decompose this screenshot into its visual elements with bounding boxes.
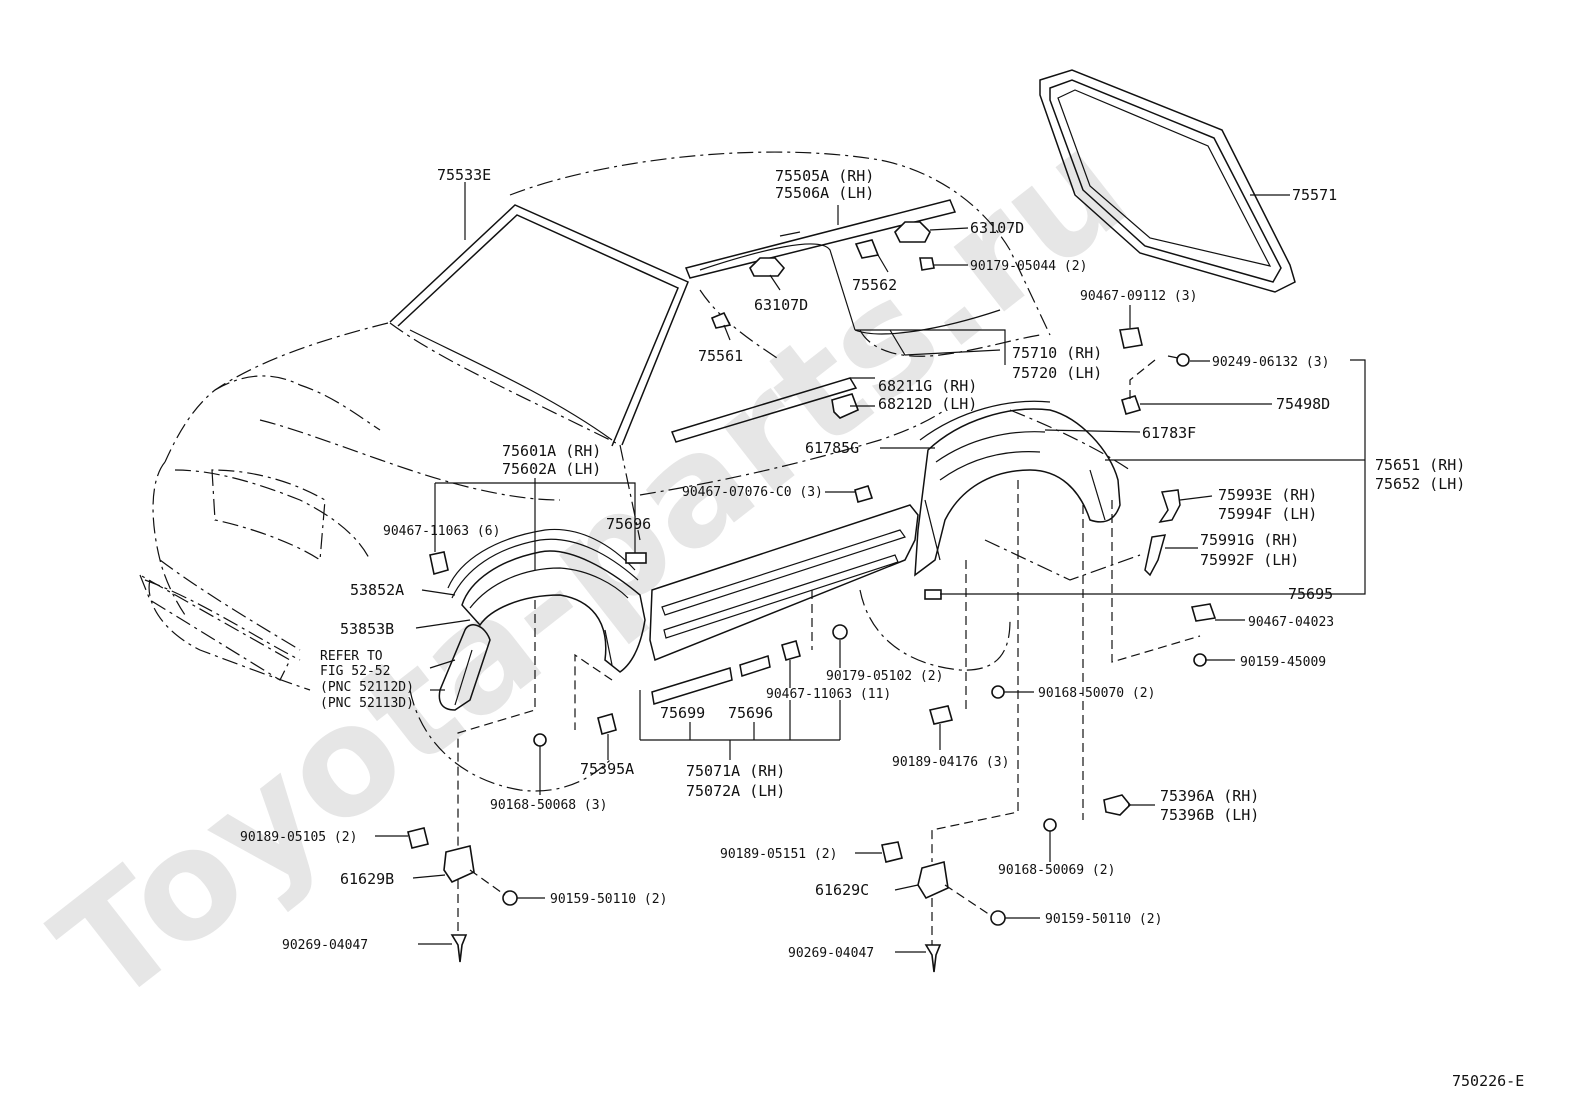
label-90179-05044: 90179-05044 (2)	[970, 259, 1087, 274]
label-75498D: 75498D	[1276, 395, 1330, 413]
label-68212D: 68212D (LH)	[878, 395, 977, 413]
label-75071A: 75071A (RH)	[686, 762, 785, 780]
front-door-molding-75710	[671, 377, 858, 443]
label-75699: 75699	[660, 704, 705, 722]
label-75993E: 75993E (RH)	[1218, 486, 1317, 504]
mudguards-75993E-75991G	[1144, 489, 1181, 577]
refer-line-4: (PNC 52113D)	[320, 696, 414, 711]
label-68211G: 68211G (RH)	[878, 377, 977, 395]
label-75395A: 75395A	[580, 760, 634, 778]
label-75571: 75571	[1292, 186, 1337, 204]
label-90269-04047-left: 90269-04047	[282, 938, 368, 953]
label-61629C: 61629C	[815, 881, 869, 899]
label-75652: 75652 (LH)	[1375, 475, 1465, 493]
label-75696-top: 75696	[606, 515, 651, 533]
label-90269-04047-right: 90269-04047	[788, 946, 874, 961]
label-90189-05151: 90189-05151 (2)	[720, 847, 837, 862]
label-75506A: 75506A (LH)	[775, 184, 874, 202]
label-90189-04176: 90189-04176 (3)	[892, 755, 1009, 770]
label-75601A: 75601A (RH)	[502, 442, 601, 460]
label-75562: 75562	[852, 276, 897, 294]
label-75072A: 75072A (LH)	[686, 782, 785, 800]
diagram-code: 750226-E	[1452, 1072, 1524, 1090]
label-90467-11063-6: 90467-11063 (6)	[383, 524, 500, 539]
label-75396B: 75396B (LH)	[1160, 806, 1259, 824]
label-90467-09112: 90467-09112 (3)	[1080, 289, 1197, 304]
label-75396A: 75396A (RH)	[1160, 787, 1259, 805]
label-75561: 75561	[698, 347, 743, 365]
label-75651: 75651 (RH)	[1375, 456, 1465, 474]
label-61785G: 61785G	[805, 439, 859, 457]
label-75991G: 75991G (RH)	[1200, 531, 1299, 549]
label-90467-07076: 90467-07076-C0 (3)	[682, 485, 823, 500]
label-90179-05102: 90179-05102 (2)	[826, 669, 943, 684]
label-90249-06132: 90249-06132 (3)	[1212, 355, 1329, 370]
fasteners	[407, 221, 1217, 973]
door-window-frame	[699, 243, 1001, 356]
label-53853B: 53853B	[340, 620, 394, 638]
nameplate-75695	[924, 589, 942, 600]
label-61629B: 61629B	[340, 870, 394, 888]
label-90159-50110-left: 90159-50110 (2)	[550, 892, 667, 907]
label-63107D-top: 63107D	[970, 219, 1024, 237]
windshield-molding-75533E	[389, 204, 689, 447]
label-75533E: 75533E	[437, 166, 491, 184]
label-75602A: 75602A (LH)	[502, 460, 601, 478]
label-53852A: 53852A	[350, 581, 404, 599]
label-75696-bottom: 75696	[728, 704, 773, 722]
label-90467-04023: 90467-04023	[1248, 615, 1334, 630]
label-90168-50069: 90168-50069 (2)	[998, 863, 1115, 878]
roof-drip-molding	[684, 199, 957, 279]
label-90168-50070: 90168-50070 (2)	[1038, 686, 1155, 701]
rear-fender-flare-75651	[914, 400, 1121, 577]
refer-line-1: REFER TO	[320, 649, 383, 664]
side-protector-75071A	[649, 504, 919, 705]
label-75710: 75710 (RH)	[1012, 344, 1102, 362]
installation-lines	[457, 359, 1201, 945]
label-90159-50110-right: 90159-50110 (2)	[1045, 912, 1162, 927]
label-75695: 75695	[1288, 585, 1333, 603]
label-75720: 75720 (LH)	[1012, 364, 1102, 382]
label-63107D-mid: 63107D	[754, 296, 808, 314]
label-90467-11063-11: 90467-11063 (11)	[766, 687, 891, 702]
nameplate-75696-top	[625, 552, 647, 564]
refer-line-2: FIG 52-52	[320, 664, 390, 679]
label-61783F: 61783F	[1142, 424, 1196, 442]
rear-window-weatherstrip-75571	[1039, 69, 1296, 293]
label-90189-05105: 90189-05105 (2)	[240, 830, 357, 845]
car-body-outline	[138, 151, 1141, 792]
refer-line-3: (PNC 52112D)	[320, 680, 414, 695]
label-75994F: 75994F (LH)	[1218, 505, 1317, 523]
label-75992F: 75992F (LH)	[1200, 551, 1299, 569]
label-90168-50068: 90168-50068 (3)	[490, 798, 607, 813]
front-fender-flare-75601A	[438, 528, 646, 711]
part-labels: 75533E 75505A (RH) 75506A (LH) 63107D 90…	[240, 166, 1524, 1090]
label-75505A: 75505A (RH)	[775, 167, 874, 185]
label-90159-45009: 90159-45009	[1240, 655, 1326, 670]
leader-lines	[375, 182, 1366, 953]
